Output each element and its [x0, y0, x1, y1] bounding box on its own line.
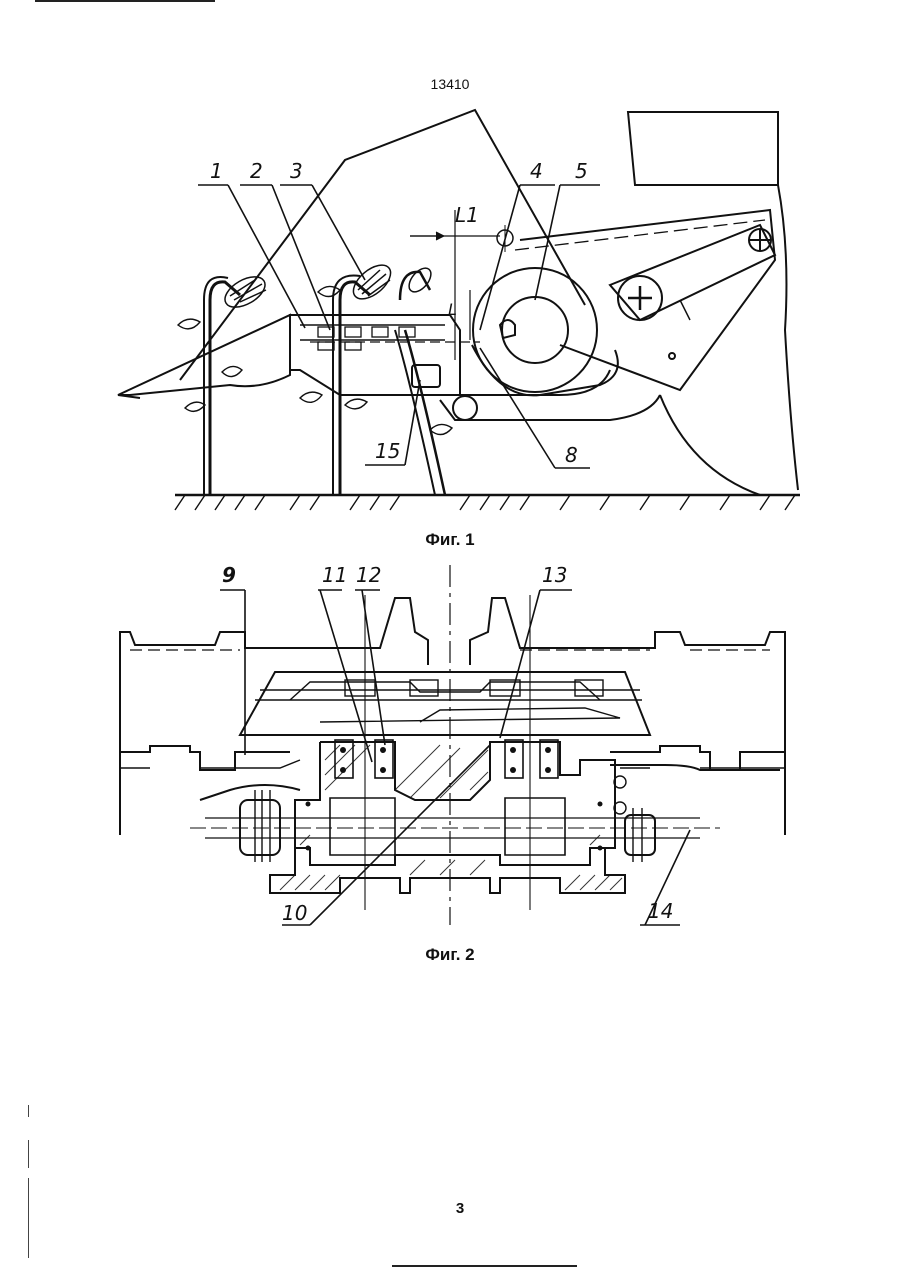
fig2-label-11: 11 — [322, 563, 347, 587]
fig1-label-15: 15 — [375, 439, 400, 463]
fig2-label-12: 12 — [356, 563, 381, 587]
fig2-label-9: 9 — [222, 563, 236, 587]
fig1-label-4: 4 — [530, 159, 543, 183]
figure-2-caption: Фиг. 2 — [0, 945, 900, 965]
scan-margin-mark — [28, 1140, 29, 1168]
fig1-label-8: 8 — [565, 443, 578, 467]
fig2-label-13: 13 — [542, 563, 567, 587]
page-number: 3 — [0, 1200, 900, 1217]
figure-1-drawing: 1 2 3 4 5 15 8 L1 L — [0, 100, 900, 520]
fig1-label-1: 1 — [210, 159, 223, 183]
fig1-label-L1: L1 — [455, 203, 479, 227]
figure-1-caption: Фиг. 1 — [0, 530, 900, 550]
fig2-label-14: 14 — [648, 899, 673, 923]
patent-number: 13410 — [0, 76, 900, 92]
fig1-label-L: L — [448, 300, 457, 319]
scan-margin-mark — [28, 1178, 29, 1258]
scan-edge-line — [392, 1265, 577, 1267]
scan-edge-line — [35, 0, 215, 2]
fig1-label-2: 2 — [250, 159, 263, 183]
fig1-label-3: 3 — [290, 159, 303, 183]
figure-2-drawing: 9 11 12 13 10 14 — [0, 560, 900, 940]
scan-margin-mark — [28, 1105, 29, 1117]
fig2-label-10: 10 — [282, 901, 307, 925]
fig1-label-5: 5 — [575, 159, 588, 183]
